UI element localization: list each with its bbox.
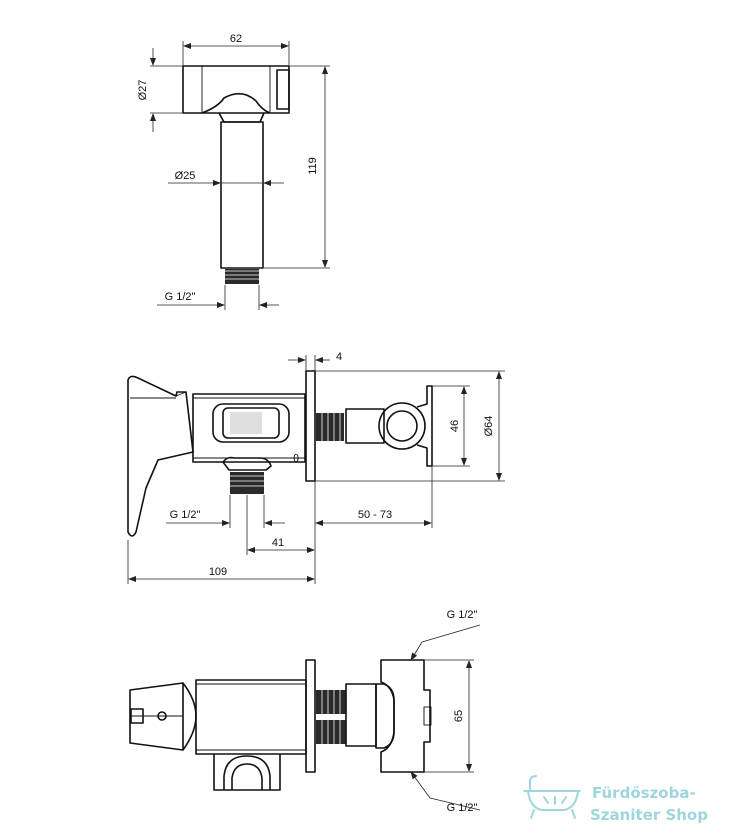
top-thread	[225, 269, 259, 284]
bottom-hook	[223, 755, 271, 790]
dim-top-head-dia: Ø27	[137, 80, 149, 101]
bottom-connector	[380, 659, 431, 773]
bottom-wall-plate	[305, 659, 316, 773]
dim-bottom-thread-bottom: G 1/2"	[447, 802, 478, 814]
svg-text:θ: θ	[293, 453, 299, 465]
bottom-nipple-top	[316, 690, 346, 714]
watermark-line2: Szaniter Shop	[590, 806, 708, 824]
dim-mid-thread-distance: 41	[272, 537, 284, 549]
top-head-cap	[276, 69, 290, 110]
dim-bottom-thread-top: G 1/2"	[447, 609, 478, 621]
dim-mid-plate-thickness: 4	[336, 351, 342, 363]
middle-view: θ 4 46 Ø64	[127, 351, 505, 584]
mid-window-inner	[222, 407, 280, 439]
dim-mid-offset: 50 - 73	[358, 509, 392, 521]
bottom-view: G 1/2" 65 G 1/2"	[129, 609, 481, 814]
dim-bottom-height: 65	[453, 710, 465, 722]
watermark: Fürdőszoba- Szaniter Shop	[523, 775, 708, 824]
dim-top-thread: G 1/2"	[165, 291, 196, 303]
top-head-body	[182, 65, 290, 114]
dim-top-body-dia: Ø25	[175, 170, 196, 182]
dim-top-width: 62	[230, 33, 242, 45]
bottom-handle-cone	[129, 682, 184, 751]
mid-wall-plate	[305, 370, 316, 482]
mid-holder-clip	[416, 385, 433, 467]
mid-thread	[230, 472, 264, 494]
top-handle-body	[220, 121, 264, 269]
mid-outlet	[222, 456, 272, 471]
mid-valve-body	[192, 393, 306, 463]
dim-mid-total-length: 109	[209, 566, 227, 578]
mid-holder-neck	[345, 408, 385, 444]
mid-nipple	[316, 413, 344, 441]
bottom-hook-base	[213, 754, 281, 791]
top-view: 62 Ø27 Ø25 119 G 1/2"	[137, 33, 330, 310]
dim-mid-plate-dia: Ø64	[483, 416, 495, 437]
bottom-fitting-neck	[345, 683, 377, 747]
bottom-nipple-bottom	[316, 720, 346, 744]
bottom-handle-slot	[130, 708, 144, 724]
bottom-valve-body	[195, 679, 307, 755]
mid-window-outer	[212, 403, 290, 443]
dim-top-height: 119	[307, 157, 319, 175]
dim-mid-thread: G 1/2"	[170, 509, 201, 521]
mid-holder-ring	[378, 402, 426, 450]
top-neck	[201, 92, 271, 114]
watermark-line1: Fürdőszoba-	[592, 784, 696, 802]
bathtub-icon	[523, 775, 581, 819]
dim-mid-holder-height: 46	[449, 420, 461, 432]
